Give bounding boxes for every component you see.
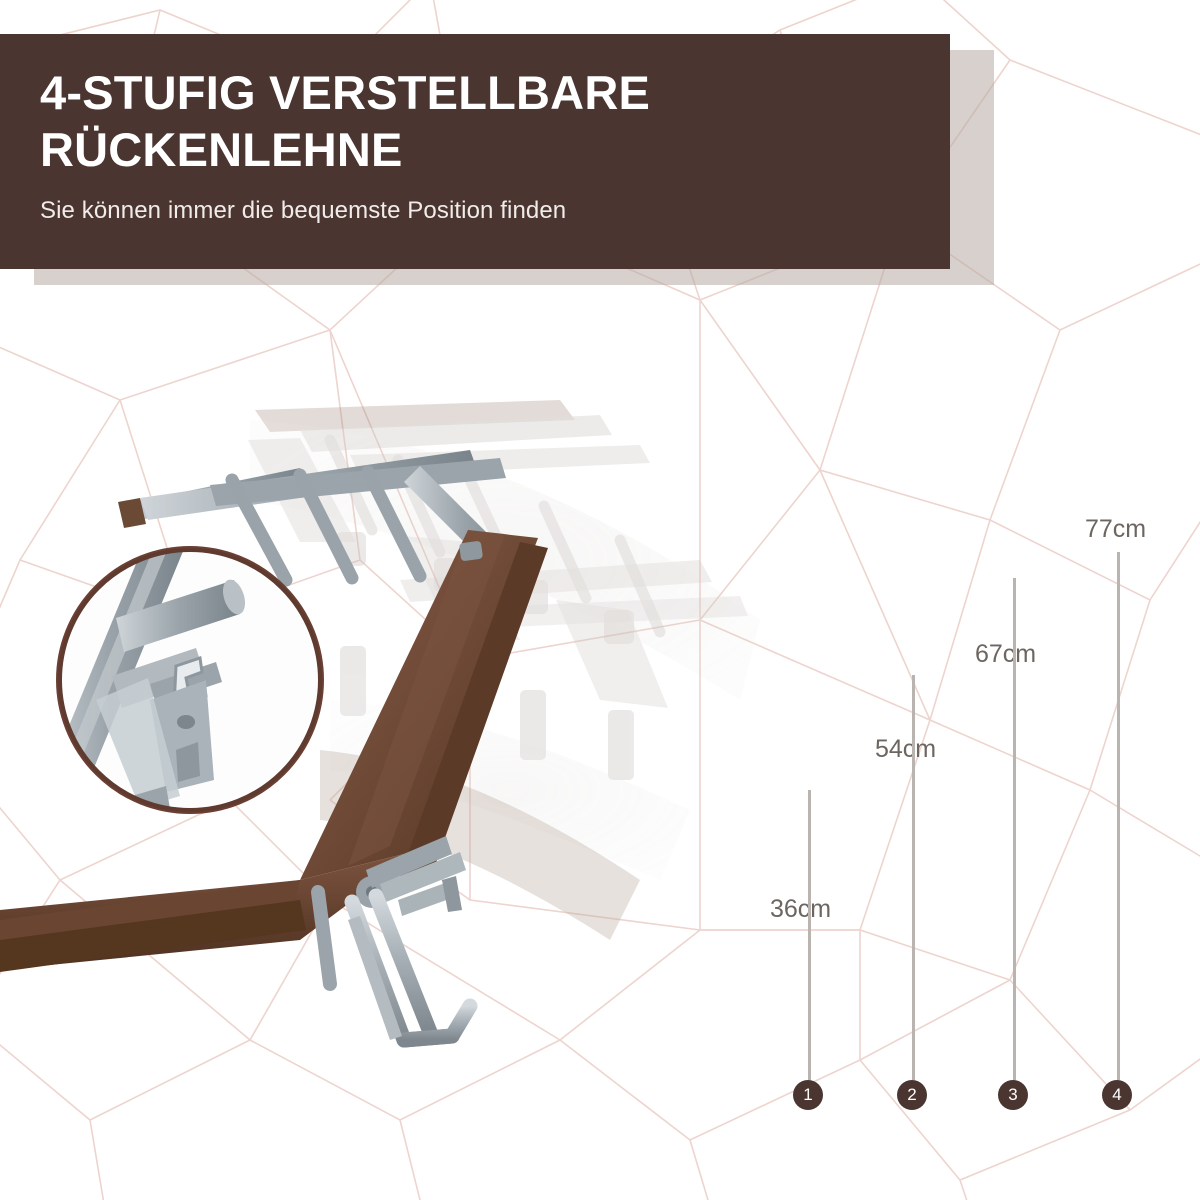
page-subtitle: Sie können immer die bequemste Position … [40, 196, 567, 224]
headline-banner: 4-STUFIG VERSTELLBARE RÜCKENLEHNE Sie kö… [0, 34, 950, 269]
measure-marker-4: 4 [1102, 1080, 1132, 1110]
measure-label-3: 67cm [975, 640, 1037, 668]
measure-line-4 [1117, 552, 1120, 1080]
measure-line-3 [1013, 578, 1016, 1080]
measure-marker-3: 3 [998, 1080, 1028, 1110]
measure-label-4: 77cm [1085, 515, 1147, 543]
measure-marker-2: 2 [897, 1080, 927, 1110]
measure-marker-1: 1 [793, 1080, 823, 1110]
page-title: 4-STUFIG VERSTELLBARE RÜCKENLEHNE [40, 66, 651, 177]
measure-label-1: 36cm [770, 895, 832, 923]
measure-line-2 [912, 675, 915, 1080]
measure-line-1 [808, 790, 811, 1080]
product-photo [0, 400, 760, 1048]
measurement-scale: 36cm 1 54cm 2 67cm 3 77cm 4 [760, 500, 1200, 1140]
measure-label-2: 54cm [875, 735, 937, 763]
lock-bracket [398, 876, 462, 916]
chair-main [0, 450, 548, 1048]
